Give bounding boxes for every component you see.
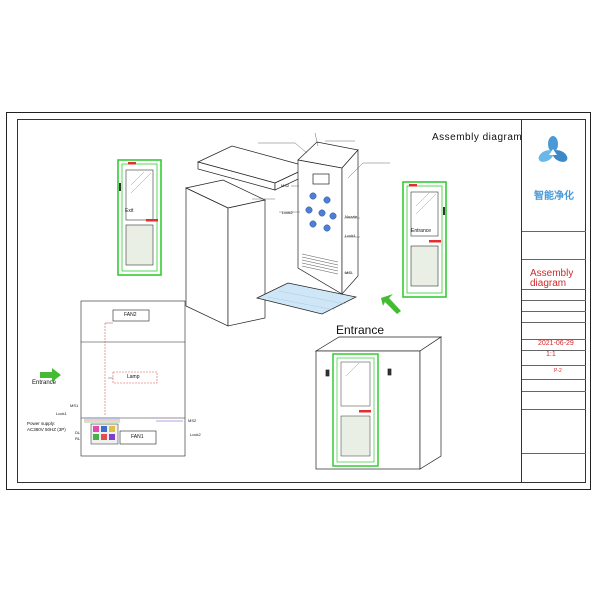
wiring-dl-label: DL: [75, 430, 81, 435]
entrance-door: [402, 181, 447, 298]
wiring-lock1-label: Lock1: [56, 411, 67, 416]
main-unit: [297, 141, 359, 295]
exit-door: [117, 159, 162, 276]
drawing-no-value: P-2: [554, 368, 562, 374]
scale-value: 1:1: [546, 351, 556, 358]
row-blank-4: [522, 311, 586, 322]
lamp-label: Lamp: [127, 374, 140, 380]
label-lock1: Lock1: [345, 233, 356, 238]
row-scale: 1:1: [522, 350, 586, 361]
assembled-unit: [314, 336, 443, 470]
label-msl: MSL: [345, 270, 354, 275]
row-date: 2021-06-29: [522, 339, 586, 350]
power-supply-spec: AC380V 50HZ (3P): [27, 427, 66, 432]
entrance-arrow-icon: [381, 294, 401, 314]
leader-lines: [252, 132, 390, 274]
row-blank-1: [522, 231, 586, 259]
date-value: 2021-06-29: [538, 340, 574, 347]
power-supply-label: Power supply:: [27, 421, 56, 426]
brand-name: 智能净化: [534, 191, 574, 202]
label-lock2: Lock2: [282, 210, 293, 215]
schematic-entrance-label: Entrance: [32, 380, 57, 386]
row-drawing-name: Assembly diagram: [522, 259, 586, 289]
label-nozzle: Nozzle: [345, 214, 358, 219]
drawing-frame-inner: [17, 119, 586, 483]
row-blank-2: [522, 289, 586, 300]
label-ms2: MS2: [281, 183, 290, 188]
drawing-frame-outer: [6, 112, 591, 490]
exit-door-label: Exit: [125, 208, 134, 214]
fan1-label: FAN1: [131, 434, 144, 440]
row-blank-6: [522, 379, 586, 390]
wiring-rl-label: RL: [75, 436, 81, 441]
row-blank-5: [522, 322, 586, 333]
row-blank-3: [522, 300, 586, 311]
entrance-door-label: Entrance: [411, 228, 432, 234]
fan2-label: FAN2: [124, 312, 137, 318]
title-block: 智能净化 Assembly diagram 2021-06-29 1:1 P-2: [521, 119, 586, 483]
row-footnote: [522, 453, 586, 483]
diagram-title: Assembly diagram: [432, 132, 523, 143]
floor-panel: [255, 282, 358, 315]
row-notes: [522, 409, 586, 449]
wiring-ms2-label: MS2: [188, 418, 197, 423]
row-drawing-no: P-2: [522, 365, 586, 376]
drawing-name-value: Assembly diagram: [530, 268, 574, 289]
wiring-ms1-label: MS1: [70, 403, 79, 408]
entrance-label: Entrance: [336, 323, 385, 337]
company-logo-icon: [538, 136, 568, 162]
row-blank-7: [522, 391, 586, 403]
side-panel: [184, 179, 267, 327]
wiring-lock2-label: Lock2: [190, 432, 201, 437]
control-board: [90, 423, 119, 445]
schematic-arrow-icon: [40, 368, 61, 382]
